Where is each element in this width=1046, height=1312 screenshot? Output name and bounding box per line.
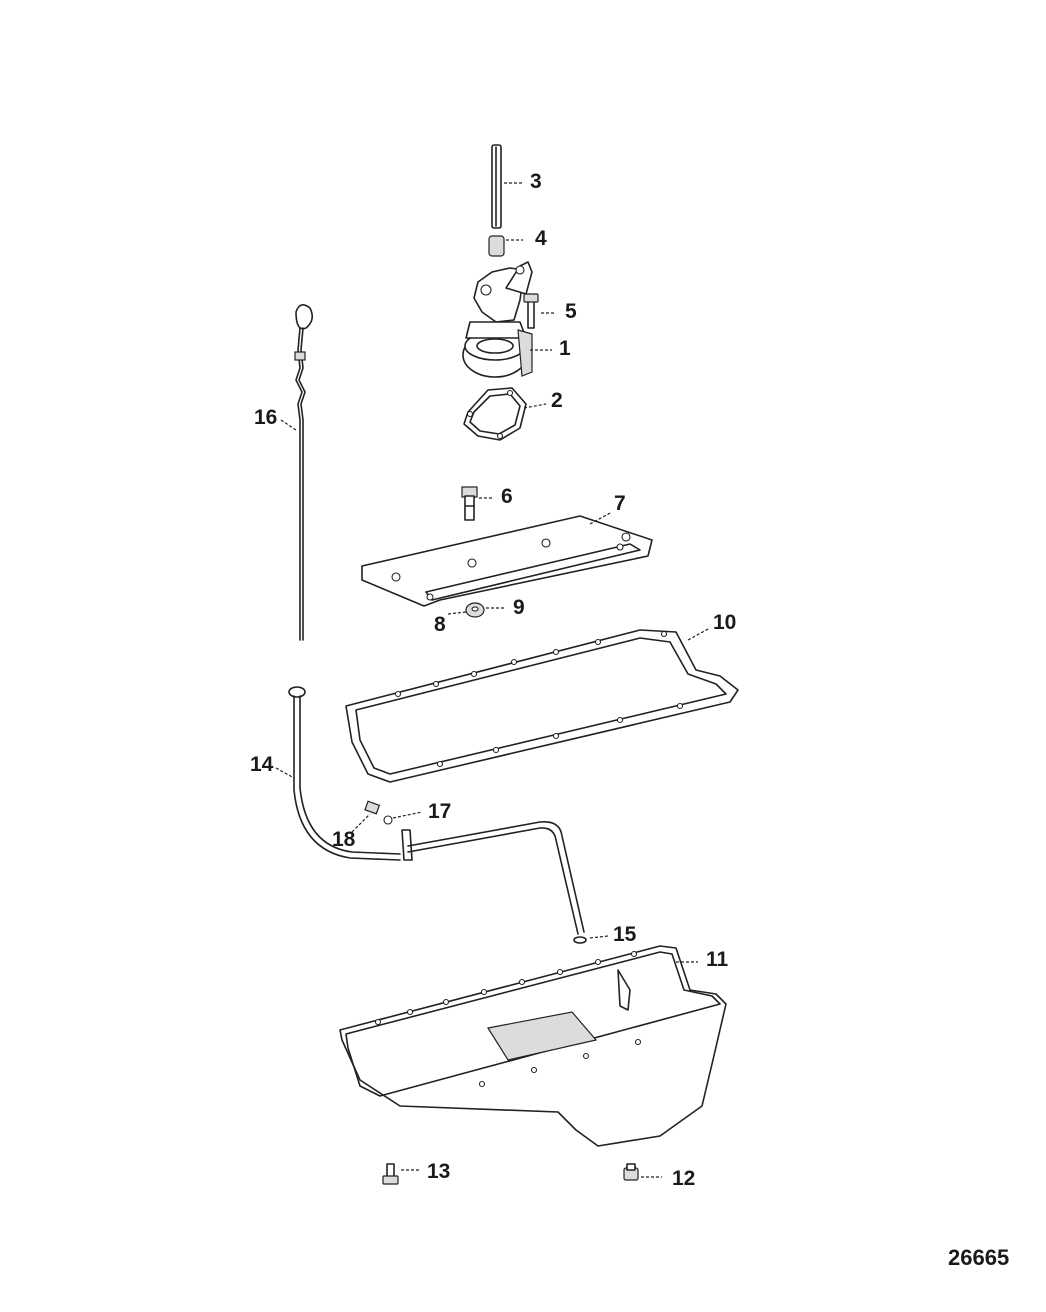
callout-6: 6 xyxy=(501,485,513,508)
part-15-pickup-tube xyxy=(407,820,587,944)
callout-13: 13 xyxy=(427,1160,450,1183)
callout-4: 4 xyxy=(535,227,547,250)
callout-17: 17 xyxy=(428,800,451,823)
leader-10 xyxy=(687,627,711,641)
callout-10: 10 xyxy=(713,611,736,634)
callout-2: 2 xyxy=(551,389,563,412)
callout-16: 16 xyxy=(254,406,277,429)
part-13-bolt xyxy=(382,1163,399,1185)
part-2-gasket xyxy=(463,387,527,441)
callout-15: 15 xyxy=(613,923,637,946)
part-14-dipstick-tube xyxy=(288,686,401,861)
leader-8 xyxy=(447,611,467,615)
leader-2 xyxy=(523,403,547,409)
callout-12: 12 xyxy=(672,1167,695,1190)
callout-18: 18 xyxy=(332,828,356,851)
callout-7: 7 xyxy=(614,492,626,515)
callout-8: 8 xyxy=(434,613,446,636)
part-1-oil-pump xyxy=(462,261,533,378)
part-11-oil-pan xyxy=(339,945,727,1147)
callout-9: 9 xyxy=(513,596,525,619)
callout-3: 3 xyxy=(530,170,542,193)
leader-18 xyxy=(351,813,371,833)
part-4-coupling xyxy=(488,235,505,257)
figure-number: 26665 xyxy=(948,1245,1009,1270)
part-10-pan-gasket xyxy=(345,629,739,783)
part-17-18-fittings xyxy=(364,800,413,861)
callout-11: 11 xyxy=(706,948,729,971)
leader-15 xyxy=(589,935,609,939)
part-7-windage-tray xyxy=(361,515,653,607)
leader-14 xyxy=(275,767,295,779)
part-8-9-nut xyxy=(465,602,485,618)
leader-16 xyxy=(280,419,297,431)
callout-1: 1 xyxy=(559,337,571,360)
part-3-shaft xyxy=(491,144,502,229)
leader-17 xyxy=(392,811,423,819)
part-6-stud xyxy=(461,486,478,521)
part-16-dipstick xyxy=(294,304,314,641)
part-12-drain-plug xyxy=(623,1163,639,1181)
part-5-bolt xyxy=(523,293,539,329)
leader-7 xyxy=(589,511,613,525)
callout-14: 14 xyxy=(250,753,274,776)
callout-5: 5 xyxy=(565,300,577,323)
